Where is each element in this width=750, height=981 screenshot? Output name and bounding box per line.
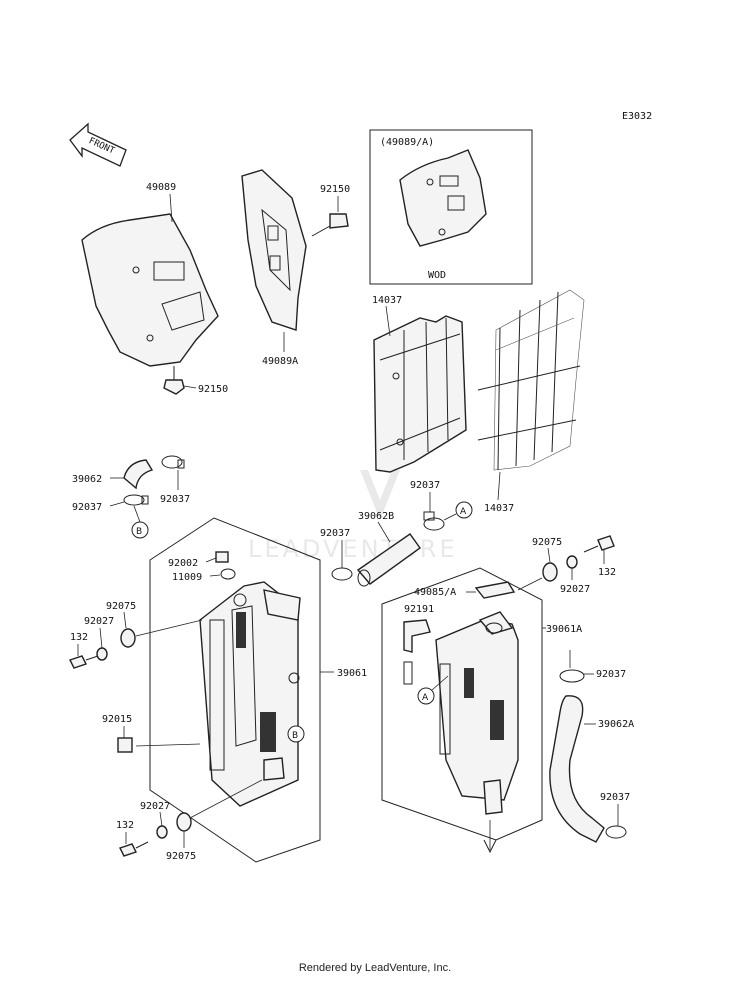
collar-92027-right [566, 555, 578, 569]
louver-14037-right [477, 289, 585, 471]
collar-92027-left [96, 647, 108, 661]
callout-49085A: 49085/A [414, 587, 456, 598]
callout-92037-f: 92037 [600, 792, 630, 803]
callout-49089: 49089 [146, 182, 176, 193]
callout-92027-left: 92027 [84, 616, 114, 627]
hose-92191 [403, 619, 431, 685]
callout-92027-bottom: 92027 [140, 801, 170, 812]
clamp-92037-e [559, 669, 585, 683]
callout-14037-right: 14037 [484, 503, 514, 514]
hose-39062B [356, 533, 421, 587]
inset-title: (49089/A) [380, 137, 434, 148]
callout-49089A: 49089A [262, 356, 298, 367]
grommet-92075-left [120, 628, 136, 648]
clip-nut-92015 [117, 737, 133, 753]
front-arrow-icon: FRONT [69, 122, 127, 167]
svg-text:B: B [136, 527, 142, 537]
callout-92150-top: 92150 [320, 184, 350, 195]
callout-132-left: 132 [70, 632, 88, 643]
washer-11009 [220, 568, 236, 580]
shroud-49089 [81, 213, 219, 367]
clamp-92037-f [605, 825, 627, 839]
callout-39061A: 39061A [546, 624, 582, 635]
callout-14037-left: 14037 [372, 295, 402, 306]
hose-39062 [123, 459, 154, 490]
bolt-132-left [69, 655, 99, 669]
callout-11009: 11009 [172, 572, 202, 583]
inset-caption: WOD [428, 270, 446, 281]
bolt-92150-top [311, 213, 349, 237]
callout-92075-bottom: 92075 [166, 851, 196, 862]
radiator-39061 [199, 581, 301, 807]
callout-39062: 39062 [72, 474, 102, 485]
shroud-49089A [241, 169, 307, 331]
left-radiator-frame [149, 517, 321, 863]
marker-b-1: B [131, 505, 149, 539]
marker-a-1: A [443, 501, 473, 521]
svg-text:B: B [292, 731, 298, 741]
callout-132-right: 132 [598, 567, 616, 578]
watermark-text: LEADVENTURE [248, 535, 458, 563]
callout-92037-a: 92037 [160, 494, 190, 505]
callout-92037-b: 92037 [72, 502, 102, 513]
radiator-39061A [435, 611, 519, 815]
watermark: LEADVENTURE [248, 470, 458, 563]
svg-text:A: A [422, 693, 429, 703]
hose-39062A [549, 695, 605, 843]
callout-92037-d: 92037 [410, 480, 440, 491]
right-radiator-frame [381, 567, 543, 841]
grommet-92075-right [542, 562, 558, 582]
callout-92037-c: 92037 [320, 528, 350, 539]
callout-92075-left: 92075 [106, 601, 136, 612]
callout-92150-bottom: 92150 [198, 384, 228, 395]
clamp-92037-b [123, 494, 149, 506]
plug-92002 [215, 551, 229, 563]
bolt-92150-bottom [163, 366, 185, 395]
cap-49085A [474, 581, 516, 599]
callout-92002: 92002 [168, 558, 198, 569]
callout-39062A: 39062A [598, 719, 634, 730]
marker-b-2: B [287, 725, 305, 743]
callout-92027-right: 92027 [560, 584, 590, 595]
louver-14037-left [373, 315, 467, 473]
callout-132-bottom: 132 [116, 820, 134, 831]
callout-92191: 92191 [404, 604, 434, 615]
callout-92015: 92015 [102, 714, 132, 725]
bolt-132-right [583, 535, 615, 553]
collar-92027-bottom [156, 825, 168, 839]
callout-92037-e: 92037 [596, 669, 626, 680]
bolt-132-bottom [119, 841, 149, 857]
callout-39062B: 39062B [358, 511, 394, 522]
callout-92075-right: 92075 [532, 537, 562, 548]
marker-a-2: A [417, 675, 449, 705]
footer-credit: Rendered by LeadVenture, Inc. [298, 962, 452, 974]
clamp-92037-a [161, 455, 185, 469]
diagram-code: E3032 [622, 111, 652, 122]
clamp-92037-d [423, 511, 445, 531]
inset-49089A: (49089/A) WOD [369, 129, 533, 285]
clamp-92037-c [331, 567, 353, 581]
grommet-92075-bottom [176, 812, 192, 832]
callout-39061: 39061 [337, 668, 367, 679]
svg-text:A: A [460, 507, 467, 517]
